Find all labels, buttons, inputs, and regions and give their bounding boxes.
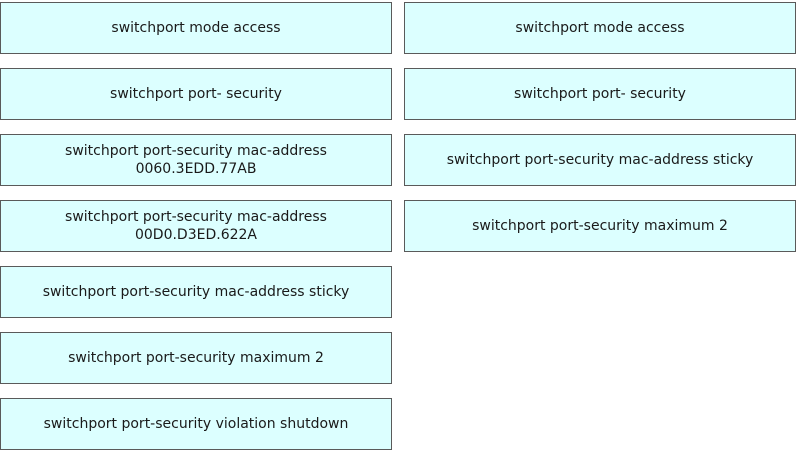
left-command-box-1[interactable]: switchport mode access [0, 2, 392, 54]
right-command-label-2: switchport port- security [514, 86, 686, 102]
left-command-box-4[interactable]: switchport port-security mac-address 00D… [0, 200, 392, 252]
left-command-label-1: switchport mode access [111, 20, 281, 36]
right-command-box-3[interactable]: switchport port-security mac-address sti… [404, 134, 796, 186]
right-command-box-1[interactable]: switchport mode access [404, 2, 796, 54]
left-command-label-4: switchport port-security mac-address 00D… [65, 209, 327, 243]
left-command-box-2[interactable]: switchport port- security [0, 68, 392, 120]
right-command-label-4: switchport port-security maximum 2 [472, 218, 728, 234]
right-command-label-1: switchport mode access [515, 20, 685, 36]
left-command-label-2: switchport port- security [110, 86, 282, 102]
left-command-box-7[interactable]: switchport port-security violation shutd… [0, 398, 392, 450]
left-command-label-5: switchport port-security mac-address sti… [42, 284, 350, 300]
left-command-label-3: switchport port-security mac-address 006… [65, 143, 327, 177]
left-command-label-6: switchport port-security maximum 2 [68, 350, 324, 366]
right-command-box-4[interactable]: switchport port-security maximum 2 [404, 200, 796, 252]
right-command-label-3: switchport port-security mac-address sti… [446, 152, 754, 168]
left-command-box-3[interactable]: switchport port-security mac-address 006… [0, 134, 392, 186]
left-command-label-7: switchport port-security violation shutd… [43, 416, 349, 432]
left-command-box-5[interactable]: switchport port-security mac-address sti… [0, 266, 392, 318]
left-command-box-6[interactable]: switchport port-security maximum 2 [0, 332, 392, 384]
right-command-box-2[interactable]: switchport port- security [404, 68, 796, 120]
